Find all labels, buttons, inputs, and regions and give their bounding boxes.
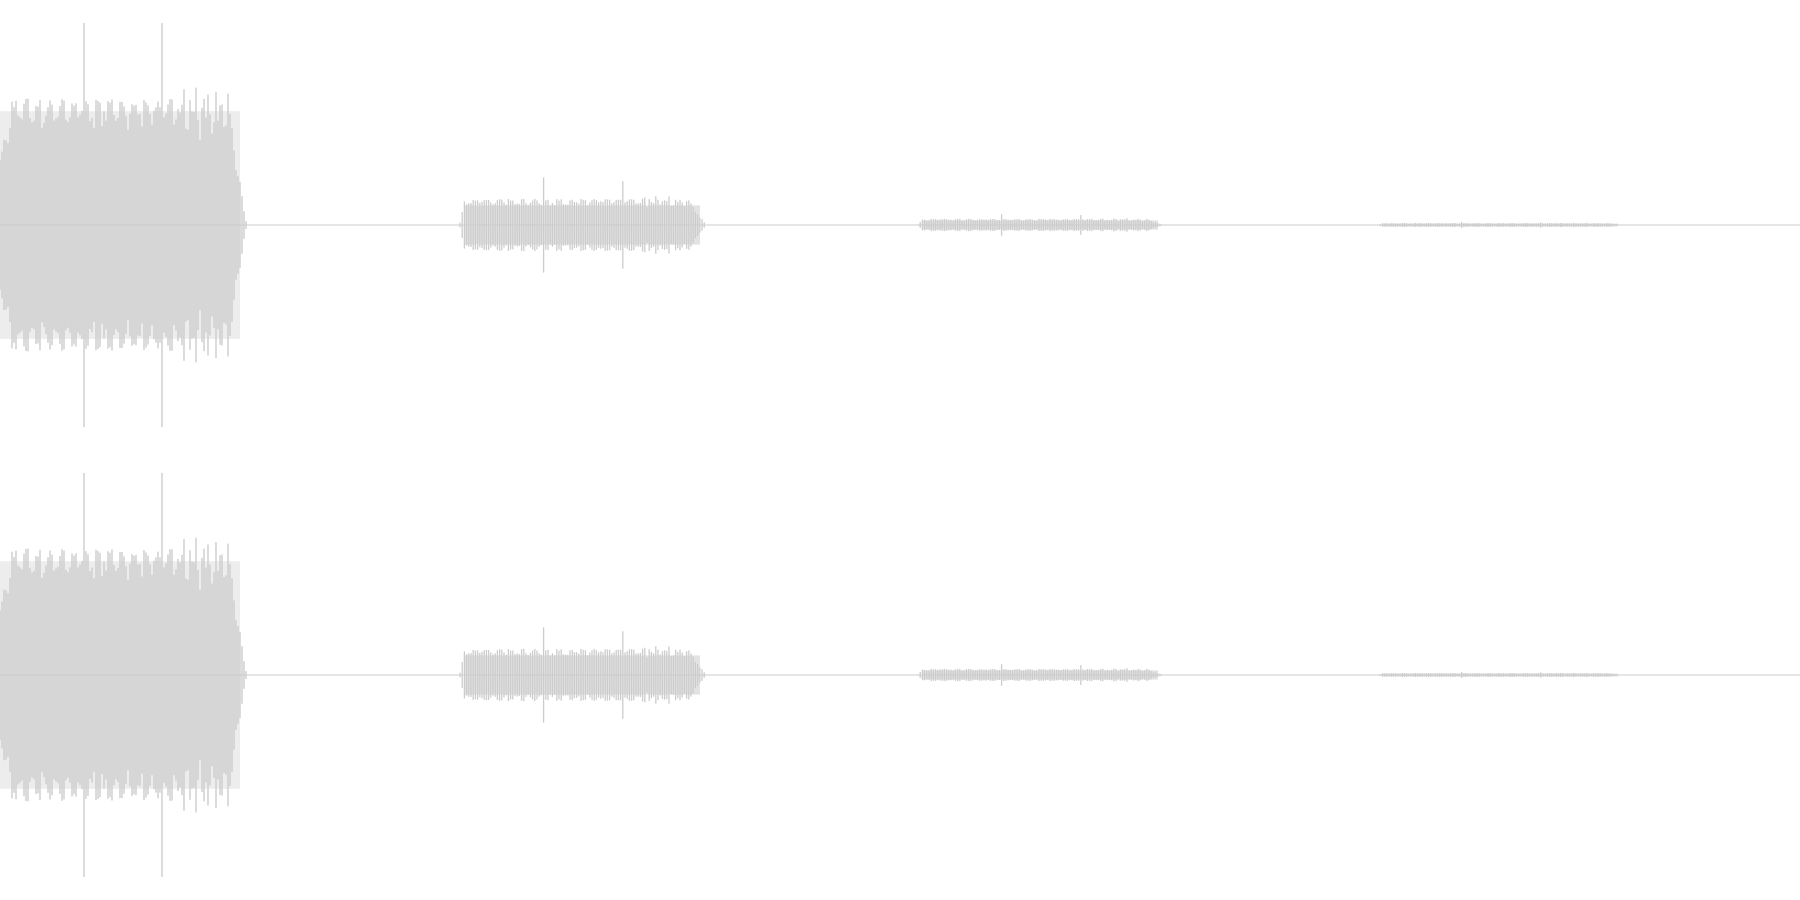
waveform-core [922,220,1158,230]
waveform-core [1382,673,1618,677]
waveform-samples [1377,672,1623,678]
audio-burst [0,23,247,427]
waveform-core [922,670,1158,680]
channel-left [0,23,1800,427]
waveform-samples [0,473,247,877]
audio-burst [459,627,705,723]
waveform-samples [459,177,705,273]
audio-burst [917,664,1163,686]
waveform-samples [917,664,1163,686]
audio-burst [1377,672,1623,678]
waveform-samples [917,214,1163,236]
waveform-samples [1377,222,1623,228]
channel-right [0,473,1800,877]
audio-burst [1377,222,1623,228]
waveform-core [1382,223,1618,227]
waveform-samples [0,23,247,427]
audio-burst [459,177,705,273]
audio-burst [0,473,247,877]
audio-burst [917,214,1163,236]
waveform-samples [459,627,705,723]
